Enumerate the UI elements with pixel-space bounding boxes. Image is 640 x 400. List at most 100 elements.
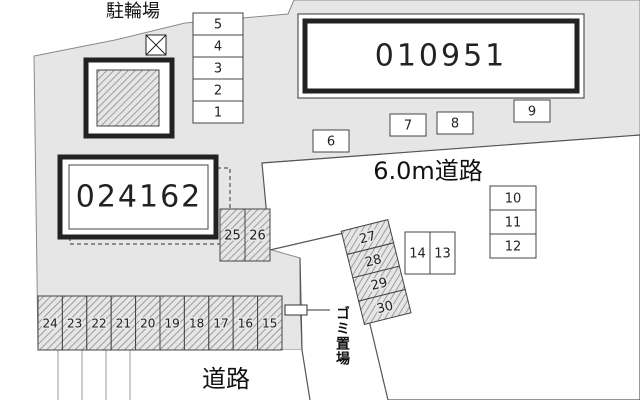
space-number: 23 [67, 317, 82, 331]
parking-space-20: 20 [135, 295, 161, 351]
bicycle-parking-label: 駐輪場 [106, 1, 160, 22]
space-outline [489, 233, 537, 259]
space-number: 25 [224, 229, 241, 244]
space-number: 9 [528, 105, 536, 120]
parking-space-23: 23 [61, 295, 88, 351]
space-number: 10 [505, 192, 522, 207]
space-outline [183, 295, 210, 351]
space-number: 2 [214, 84, 222, 99]
west-pair-parking: 25 26 [219, 208, 271, 262]
road-edge-right [299, 257, 311, 400]
parking-space-15: 15 [257, 295, 283, 351]
space-number: 1 [214, 106, 222, 121]
space-outline [232, 295, 259, 351]
space-number: 30 [375, 299, 395, 318]
bike-slots: 5 4 3 2 1 [192, 12, 244, 124]
space-number: 26 [249, 229, 266, 244]
space-number: 22 [91, 317, 106, 331]
bike-crossed-box [145, 34, 167, 56]
north-parking: 6 7 8 9 [312, 99, 551, 153]
space-outline [358, 288, 412, 325]
space-outline [257, 295, 283, 351]
bottom-road-label: 道路 [202, 365, 250, 393]
road-bottom [38, 350, 310, 400]
parking-space-17: 17 [208, 295, 234, 351]
space-number: 19 [165, 317, 180, 331]
parking-space-5: 5 [192, 12, 244, 36]
parking-space-25: 25 [219, 208, 246, 262]
space-outline [61, 295, 88, 351]
space-number: 15 [262, 317, 277, 331]
bottom-row-parking: 24 23 22 21 20 19 18 17 16 15 [37, 295, 283, 351]
space-outline [86, 295, 112, 351]
diagonal-parking: 27 28 29 30 [340, 219, 412, 325]
parking-space-9: 9 [513, 99, 551, 123]
parking-space-22: 22 [86, 295, 112, 351]
parking-space-7: 7 [389, 113, 427, 137]
parking-space-3: 3 [192, 56, 244, 80]
mid-parking: 14 13 [404, 231, 456, 275]
space-outline [436, 111, 474, 135]
space-outline [135, 295, 161, 351]
parking-space-21: 21 [110, 295, 137, 351]
space-number: 13 [434, 247, 451, 262]
space-number: 3 [214, 62, 222, 77]
space-number: 14 [409, 247, 426, 262]
space-outline [219, 208, 246, 262]
space-number: 18 [189, 317, 204, 331]
parking-space-13: 13 [429, 231, 456, 275]
bottom-stripes [57, 350, 131, 400]
space-outline [192, 100, 244, 124]
space-outline [404, 231, 431, 275]
parking-space-16: 16 [232, 295, 259, 351]
space-number: 27 [358, 229, 378, 248]
space-outline [37, 295, 63, 351]
space-number: 20 [140, 317, 155, 331]
east-parking: 10 11 12 [489, 185, 537, 259]
building-024162: 024162 [57, 154, 231, 245]
space-outline [389, 113, 427, 137]
parking-space-1: 1 [192, 100, 244, 124]
parking-space-8: 8 [436, 111, 474, 135]
space-outline [489, 185, 537, 211]
space-outline [244, 208, 271, 262]
garbage-box [284, 304, 330, 316]
space-outline [489, 209, 537, 235]
parking-space-24: 24 [37, 295, 63, 351]
small-building [83, 57, 175, 139]
space-number: 12 [505, 240, 522, 255]
space-outline [159, 295, 185, 351]
parking-space-30: 30 [358, 288, 412, 325]
space-number: 6 [327, 135, 335, 150]
parking-space-11: 11 [489, 209, 537, 235]
building-id: 024162 [76, 180, 203, 215]
space-number: 7 [404, 119, 412, 134]
space-outline [110, 295, 137, 351]
parking-space-26: 26 [244, 208, 271, 262]
parking-space-19: 19 [159, 295, 185, 351]
parking-space-10: 10 [489, 185, 537, 211]
parking-space-6: 6 [312, 129, 350, 153]
space-outline [429, 231, 456, 275]
building-id: 010951 [375, 39, 508, 74]
parking-space-2: 2 [192, 78, 244, 102]
space-outline [312, 129, 350, 153]
building-010951: 010951 [297, 13, 585, 99]
space-number: 5 [214, 18, 222, 33]
parking-space-14: 14 [404, 231, 431, 275]
space-number: 8 [451, 117, 459, 132]
parking-space-12: 12 [489, 233, 537, 259]
space-number: 11 [505, 216, 522, 231]
space-number: 29 [369, 275, 389, 294]
space-number: 4 [214, 40, 222, 55]
space-number: 28 [364, 252, 384, 271]
garbage-label: ゴミ置場 [334, 305, 350, 366]
space-number: 17 [213, 317, 228, 331]
parking-space-18: 18 [183, 295, 210, 351]
space-number: 16 [238, 317, 253, 331]
space-number: 24 [43, 317, 58, 331]
space-outline [513, 99, 551, 123]
parking-space-4: 4 [192, 34, 244, 58]
space-number: 21 [116, 317, 131, 331]
